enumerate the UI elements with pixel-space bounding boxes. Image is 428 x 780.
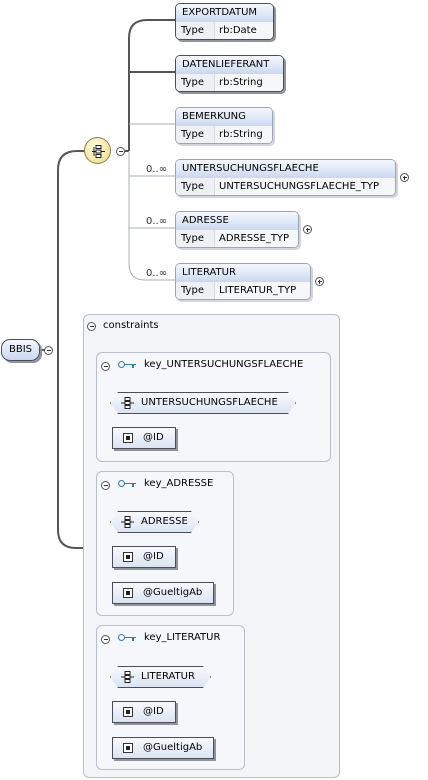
element-datenlieferant[interactable]: DATENLIEFERANT Type rb:String xyxy=(175,55,284,92)
selector-box: UNTERSUCHUNGSFLAECHE xyxy=(110,392,296,414)
field-icon xyxy=(123,552,133,562)
element-name: BEMERKUNG xyxy=(176,108,272,126)
element-name: LITERATUR xyxy=(176,264,310,282)
element-bemerkung[interactable]: BEMERKUNG Type rb:String xyxy=(175,107,273,144)
type-row: Type rb:String xyxy=(176,74,283,91)
selector-box: LITERATUR xyxy=(110,666,211,688)
type-key: Type xyxy=(181,129,204,140)
type-row: Type rb:Date xyxy=(176,22,273,39)
collapse-icon[interactable] xyxy=(87,322,96,331)
selector-icon xyxy=(121,397,134,409)
field-label: @ID xyxy=(143,432,164,443)
selector-label: UNTERSUCHUNGSFLAECHE xyxy=(141,397,278,408)
collapse-icon[interactable] xyxy=(101,635,110,644)
occurrence-label: 0..∞ xyxy=(146,216,168,227)
type-row: Type UNTERSUCHUNGSFLAECHE_TYP xyxy=(176,178,395,195)
collapse-icon[interactable] xyxy=(116,147,125,156)
field-label: @GueltigAb xyxy=(143,742,203,753)
collapse-icon[interactable] xyxy=(101,362,110,371)
key-field[interactable]: @ID xyxy=(112,546,176,568)
expand-icon[interactable] xyxy=(303,225,312,234)
type-value: ADRESSE_TYP xyxy=(214,230,298,247)
type-value: rb:String xyxy=(214,74,283,91)
expand-icon[interactable] xyxy=(315,277,324,286)
type-row: Type ADRESSE_TYP xyxy=(176,230,298,247)
key-icon xyxy=(118,479,136,488)
key-name: key_LITERATUR xyxy=(144,632,221,643)
type-value: rb:String xyxy=(214,126,272,143)
key-header: key_UNTERSUCHUNGSFLAECHE xyxy=(118,359,303,370)
field-icon xyxy=(123,707,133,717)
element-name: DATENLIEFERANT xyxy=(176,56,283,74)
element-literatur[interactable]: LITERATUR Type LITERATUR_TYP xyxy=(175,263,311,300)
key-name: key_UNTERSUCHUNGSFLAECHE xyxy=(144,359,304,370)
field-icon xyxy=(123,588,133,598)
type-key: Type xyxy=(181,77,204,88)
type-key: Type xyxy=(181,25,204,36)
element-adresse[interactable]: ADRESSE Type ADRESSE_TYP xyxy=(175,211,299,248)
type-value: UNTERSUCHUNGSFLAECHE_TYP xyxy=(214,178,395,195)
type-value: rb:Date xyxy=(214,22,273,39)
type-key: Type xyxy=(181,181,204,192)
key-selector[interactable]: ADRESSE xyxy=(110,511,199,533)
root-element-bbis[interactable]: BBIS xyxy=(1,339,40,361)
expand-icon[interactable] xyxy=(400,173,409,182)
type-row: Type LITERATUR_TYP xyxy=(176,282,310,299)
type-value: LITERATUR_TYP xyxy=(214,282,310,299)
field-icon xyxy=(123,743,133,753)
key-field[interactable]: @GueltigAb xyxy=(112,737,214,759)
element-untersuchungsflaeche[interactable]: UNTERSUCHUNGSFLAECHE Type UNTERSUCHUNGSFL… xyxy=(175,159,396,196)
field-label: @GueltigAb xyxy=(143,587,203,598)
element-exportdatum[interactable]: EXPORTDATUM Type rb:Date xyxy=(175,3,274,40)
occurrence-label: 0..∞ xyxy=(146,268,168,279)
key-icon xyxy=(118,633,136,642)
selector-icon xyxy=(121,516,134,528)
key-field[interactable]: @GueltigAb xyxy=(112,582,214,604)
collapse-icon[interactable] xyxy=(101,481,110,490)
selector-label: ADRESSE xyxy=(141,516,188,527)
sequence-compositor-icon xyxy=(92,145,105,158)
field-label: @ID xyxy=(143,551,164,562)
key-selector[interactable]: UNTERSUCHUNGSFLAECHE xyxy=(110,392,296,414)
key-field[interactable]: @ID xyxy=(112,701,176,723)
type-row: Type rb:String xyxy=(176,126,272,143)
element-name: EXPORTDATUM xyxy=(176,4,273,22)
type-key: Type xyxy=(181,233,204,244)
root-element-label: BBIS xyxy=(8,344,33,355)
constraints-title: constraints xyxy=(103,320,159,331)
key-name: key_ADRESSE xyxy=(144,478,214,489)
occurrence-label: 0..∞ xyxy=(146,164,168,175)
key-header: key_LITERATUR xyxy=(118,632,220,643)
field-label: @ID xyxy=(143,706,164,717)
selector-label: LITERATUR xyxy=(141,671,195,682)
collapse-icon[interactable] xyxy=(44,346,53,355)
field-icon xyxy=(123,433,133,443)
element-name: UNTERSUCHUNGSFLAECHE xyxy=(176,160,395,178)
key-field[interactable]: @ID xyxy=(112,427,176,449)
selector-box: ADRESSE xyxy=(110,511,199,533)
key-selector[interactable]: LITERATUR xyxy=(110,666,211,688)
key-icon xyxy=(118,360,136,369)
selector-icon xyxy=(121,671,134,683)
element-name: ADRESSE xyxy=(176,212,298,230)
key-header: key_ADRESSE xyxy=(118,478,213,489)
sequence-compositor[interactable] xyxy=(84,137,111,164)
type-key: Type xyxy=(181,285,204,296)
